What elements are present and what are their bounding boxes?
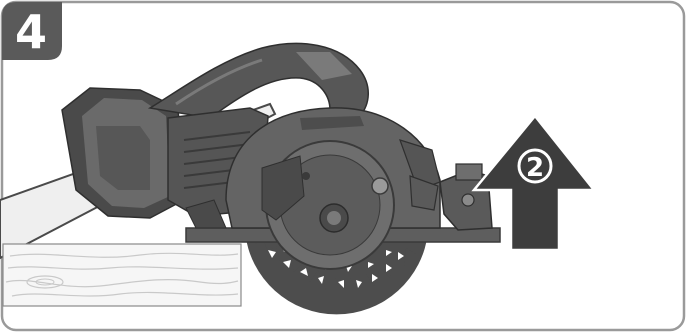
step-number: 4 [15, 5, 47, 59]
callout-number: 2 [526, 153, 544, 183]
wood-board-illustration [3, 244, 241, 306]
step-badge: 4 [2, 2, 62, 60]
